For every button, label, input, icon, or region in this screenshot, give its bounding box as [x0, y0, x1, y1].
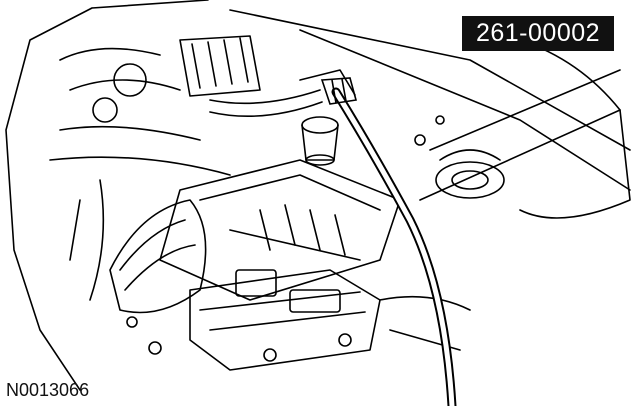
air-cleaner-housing — [159, 159, 401, 301]
fender-line — [229, 9, 631, 191]
hose-fitting — [320, 77, 358, 105]
panel-edge — [419, 69, 621, 201]
hood-edge — [5, 0, 209, 391]
battery-box — [189, 269, 381, 371]
strut-tower — [435, 161, 505, 199]
relay-block — [179, 35, 261, 97]
intake-tube — [109, 199, 207, 314]
right-fender — [519, 39, 631, 219]
figure-id-label: N0013066 — [6, 380, 90, 400]
component-cap — [301, 116, 339, 134]
tool-hose — [331, 87, 457, 411]
tool-number-label: 261-00002 — [462, 16, 614, 51]
vacuum-hose — [209, 89, 323, 118]
